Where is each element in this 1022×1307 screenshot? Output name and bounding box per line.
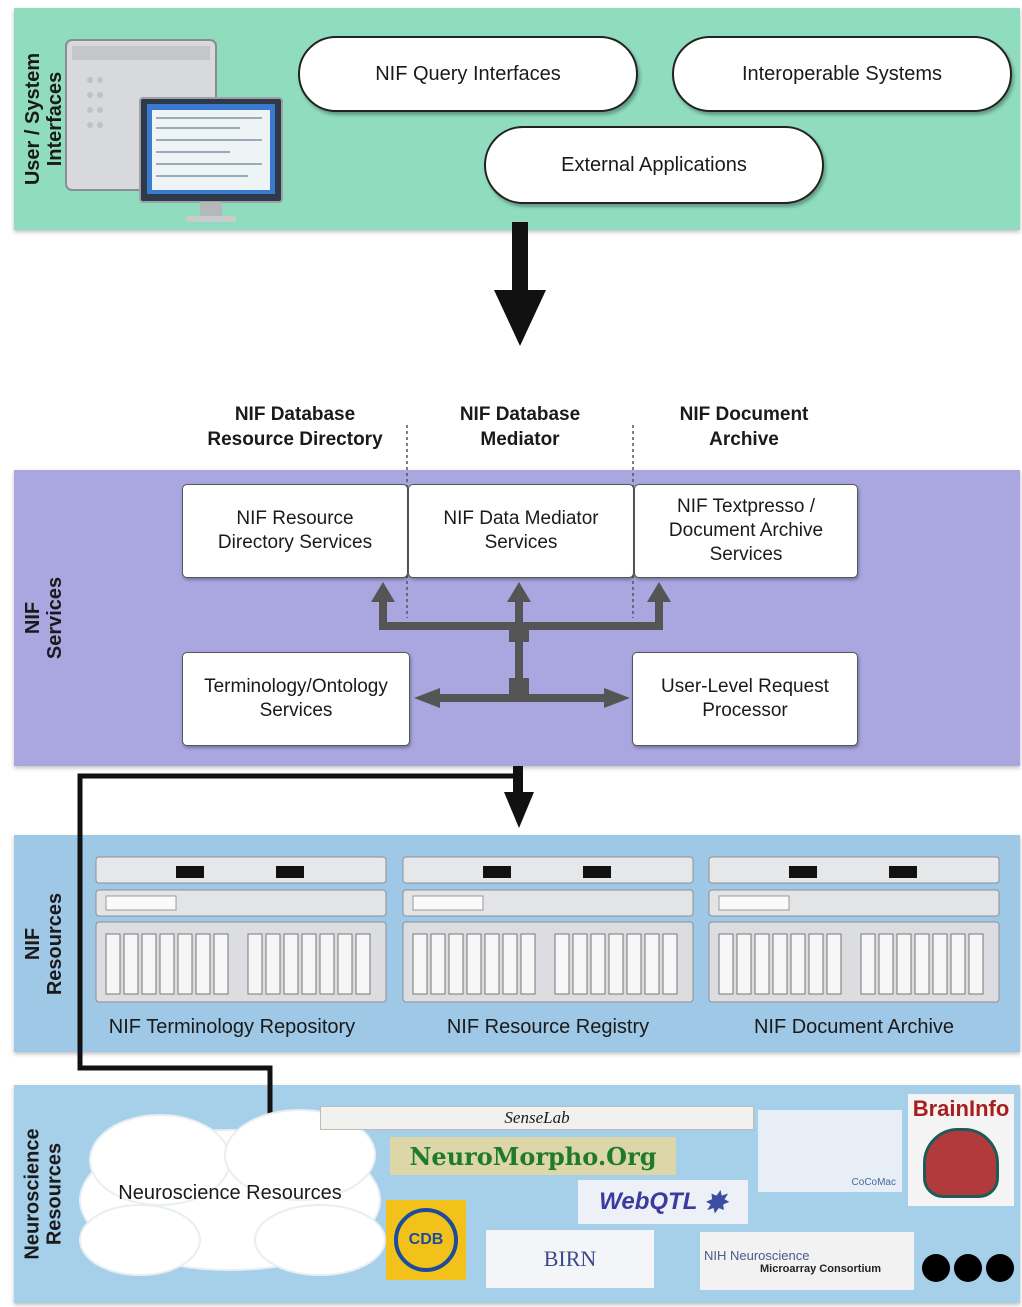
user-level-request-processor-label: User-Level Request Processor [661, 676, 829, 721]
down-arrow-main [494, 222, 546, 346]
nih-logo-line1: NIH Neuroscience [704, 1247, 810, 1263]
webqtl-star-icon: ✸ [703, 1186, 727, 1218]
senselab-logo-text: SenseLab [504, 1108, 570, 1127]
terminology-ontology-services-box: Terminology/Ontology Services [182, 652, 410, 746]
column-heading-directory: NIF Database Resource Directory [207, 404, 383, 450]
external-applications-node: External Applications [484, 126, 824, 204]
cocomac-logo: CoCoMac [758, 1110, 902, 1192]
braininfo-logo: BrainInfo [908, 1094, 1014, 1206]
terminology-repository-label: NIF Terminology Repository [108, 1016, 356, 1038]
birn-logo-text: BIRN [543, 1246, 597, 1271]
service-connectors [371, 582, 671, 708]
cocomac-logo-text: CoCoMac [851, 1177, 896, 1188]
nih-microarray-logo: NIH Neuroscience Microarray Consortium [700, 1232, 914, 1290]
user-level-request-processor-box: User-Level Request Processor [632, 652, 858, 746]
neuroscience-resources-cloud-label: Neuroscience Resources [118, 1182, 342, 1204]
data-mediator-services-label: NIF Data Mediator Services [443, 508, 599, 553]
nif-query-interfaces-node: NIF Query Interfaces [298, 36, 638, 112]
nih-logo-line2: Microarray Consortium [760, 1262, 882, 1275]
server-unit-3 [708, 856, 1000, 1003]
textpresso-services-box: NIF Textpresso / Document Archive Servic… [634, 484, 858, 578]
resource-registry-label: NIF Resource Registry [446, 1016, 650, 1038]
column-heading-mediator: NIF Database Mediator [459, 404, 581, 450]
cdb-logo: CDB [386, 1200, 466, 1280]
webqtl-logo: WebQTL ✸ [578, 1180, 748, 1224]
more-dots-icon [922, 1254, 1014, 1282]
neuromorpho-logo-text: NeuroMorpho.Org [409, 1141, 657, 1171]
senselab-logo: SenseLab [320, 1106, 754, 1130]
birn-logo: BIRN [486, 1230, 654, 1288]
terminology-ontology-services-label: Terminology/Ontology Services [204, 676, 388, 721]
data-mediator-services-box: NIF Data Mediator Services [408, 484, 634, 578]
resource-directory-services-label: NIF Resource Directory Services [217, 508, 373, 553]
interoperable-systems-node: Interoperable Systems [672, 36, 1012, 112]
webqtl-logo-text: WebQTL [599, 1188, 698, 1215]
resource-directory-services-box: NIF Resource Directory Services [182, 484, 408, 578]
server-unit-1 [95, 856, 387, 1003]
cdb-emblem-icon: CDB [394, 1208, 458, 1272]
braininfo-logo-text: BrainInfo [912, 1096, 1010, 1121]
nif-query-interfaces-label: NIF Query Interfaces [375, 62, 561, 85]
textpresso-services-label: NIF Textpresso / Document Archive Servic… [668, 496, 824, 565]
neuromorpho-logo: NeuroMorpho.Org [390, 1137, 676, 1175]
interoperable-systems-label: Interoperable Systems [741, 62, 943, 85]
external-applications-label: External Applications [561, 153, 747, 176]
computer-icon [65, 39, 283, 222]
brain-slice-icon [923, 1128, 999, 1198]
server-unit-2 [402, 856, 694, 1003]
column-heading-archive: NIF Document Archive [679, 404, 809, 450]
cloud-shape [79, 1109, 386, 1276]
document-archive-label: NIF Document Archive [753, 1016, 955, 1038]
